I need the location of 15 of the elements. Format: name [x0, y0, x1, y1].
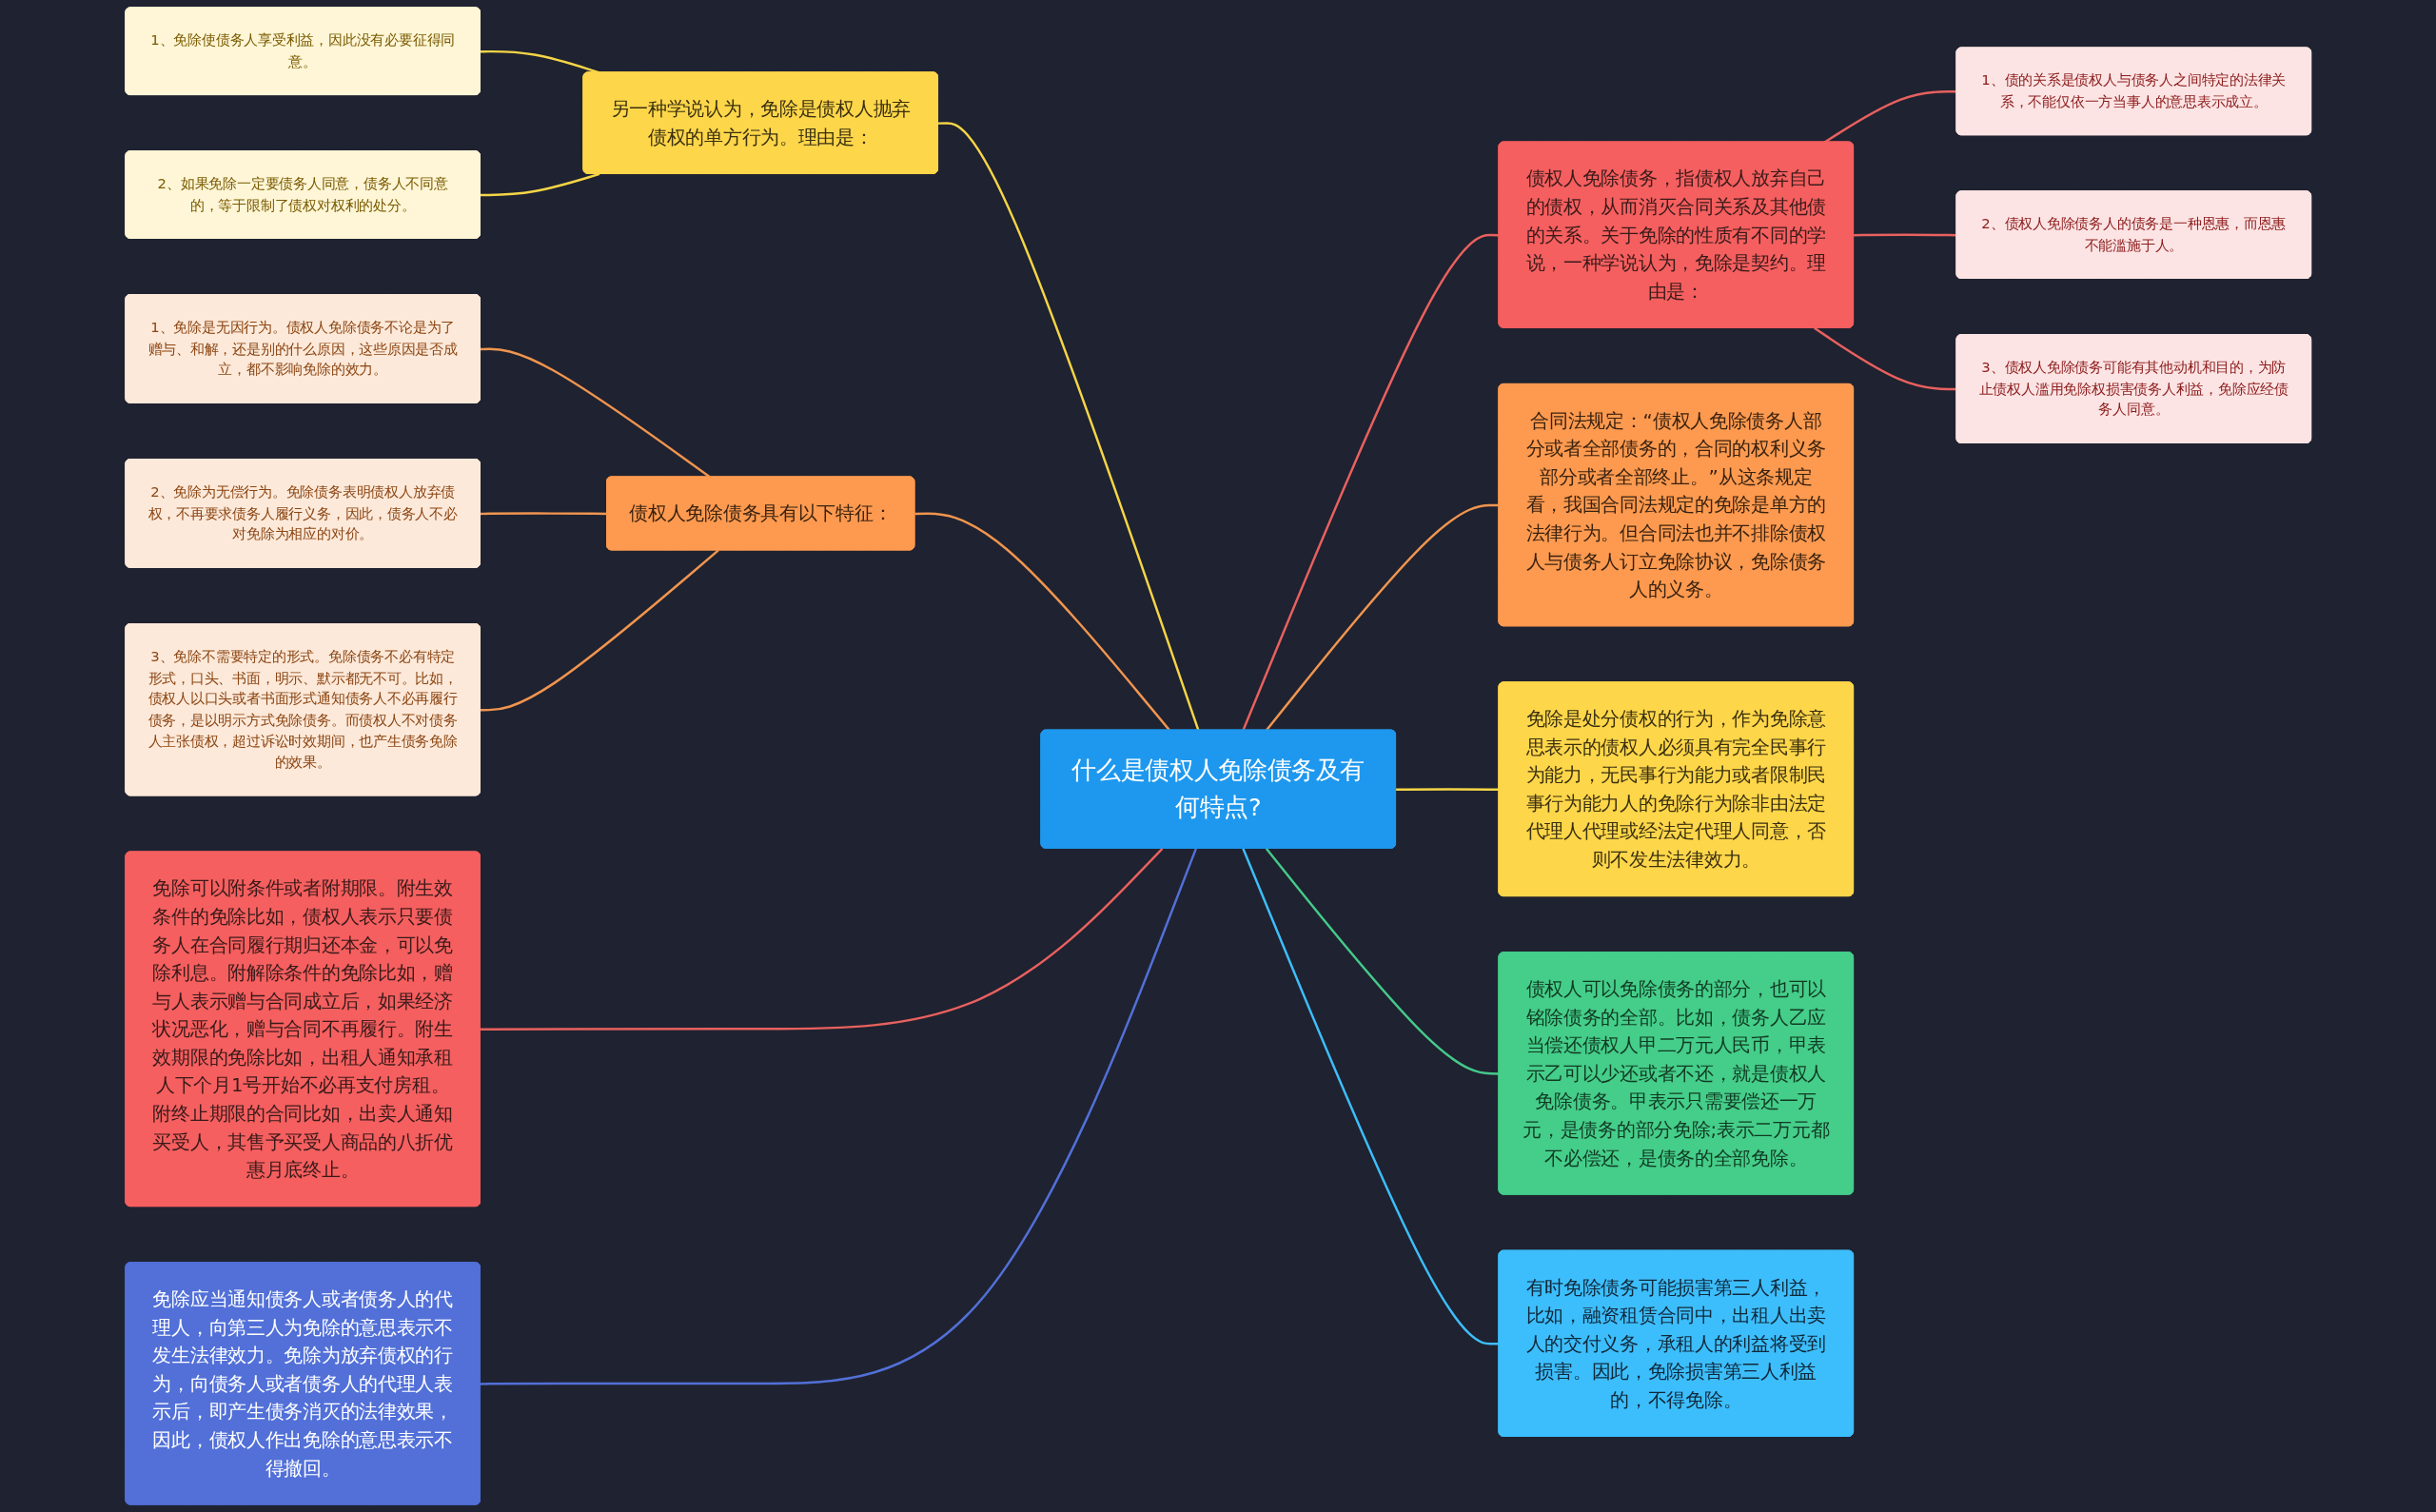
connector	[480, 848, 1197, 1385]
connector	[480, 512, 607, 516]
connector	[480, 172, 600, 197]
connector	[937, 122, 1200, 732]
connector	[480, 847, 1164, 1031]
connector	[1853, 233, 1957, 237]
connector	[1265, 848, 1500, 1075]
connector	[1395, 788, 1500, 791]
connector	[1823, 90, 1957, 144]
connector	[914, 512, 1170, 732]
connector	[480, 549, 719, 712]
connector	[1242, 848, 1500, 1345]
connector	[1813, 326, 1957, 391]
connector	[1242, 233, 1500, 732]
connector	[1265, 503, 1500, 732]
